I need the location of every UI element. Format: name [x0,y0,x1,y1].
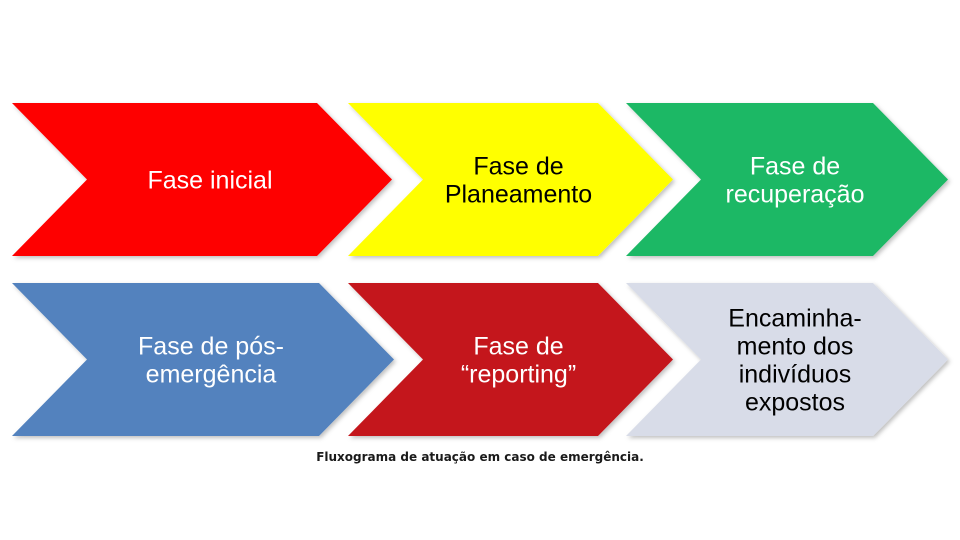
phase-label-line: Fase inicial [147,167,272,195]
phase-label-4: Fase de pós-emergência [138,333,284,389]
phase-label-line: emergência [146,361,277,389]
phase-chevron-2 [348,103,673,256]
phase-label-line: Fase de [473,153,563,181]
phase-label-line: Planeamento [445,181,592,209]
phase-label-line: indivíduos [739,361,852,389]
phase-label-line: Fase de [473,333,563,361]
phase-label-line: Encaminha- [728,305,861,333]
phase-label-line: Fase de pós- [138,333,284,361]
phase-label-1: Fase inicial [147,167,272,195]
phase-chevron-5 [348,283,673,436]
phase-chevron-4 [12,283,394,436]
phase-chevron-3 [626,103,948,256]
figure-caption: Fluxograma de atuação em caso de emergên… [316,450,644,464]
phase-label-line: Fase de [750,153,840,181]
phase-label-line: “reporting” [461,361,576,389]
phase-chevron-6 [626,283,948,436]
phase-label-5: Fase de“reporting” [461,333,576,389]
phase-label-line: recuperação [726,181,865,209]
phase-label-line: mento dos [737,333,854,361]
phase-chevron-1 [12,103,392,256]
phase-label-line: expostos [745,389,845,417]
